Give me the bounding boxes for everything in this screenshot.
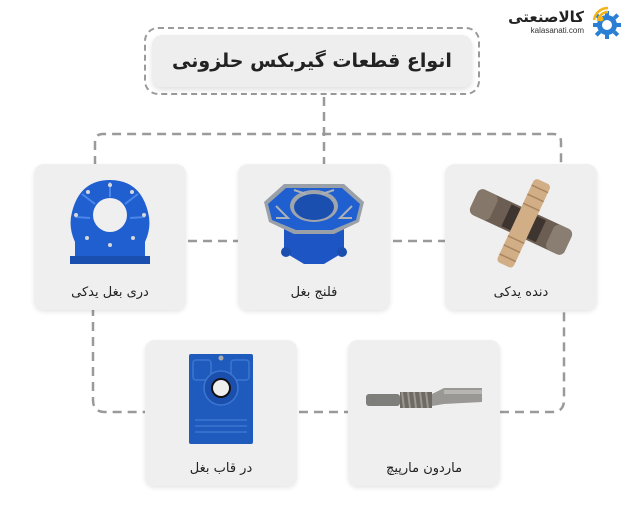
worm-wheel-gear-icon [469,179,573,268]
logo-url: kalasanati.com [530,26,584,35]
title-frame: انواع قطعات گیربکس حلزونی [144,27,480,95]
diagram-title: انواع قطعات گیربکس حلزونی [152,35,472,87]
part-card-worm-gear[interactable]: دنده یدکی [445,164,597,310]
part-label: دری بغل یدکی [71,285,149,300]
part-label: فلنج بغل [290,285,338,300]
logo-name: کالاصنعتی [508,8,584,26]
part-card-worm-shaft[interactable]: ماردون مارپیچ [348,340,500,486]
worm-screw-shaft-icon [366,388,482,409]
part-label: در قاب بغل [189,461,253,476]
part-card-side-frame-door[interactable]: در قاب بغل [145,340,297,486]
blue-side-cover-icon [70,180,150,264]
gear-signal-icon [592,6,621,39]
blue-housing-cover-icon [189,354,253,444]
blue-flange-icon [264,184,364,264]
part-label: دنده یدکی [493,285,549,300]
part-card-flange[interactable]: فلنج بغل [238,164,390,310]
part-label: ماردون مارپیچ [385,461,463,476]
brand-logo: کالاصنعتی kalasanati.com [508,6,626,40]
part-card-side-door[interactable]: دری بغل یدکی [34,164,186,310]
